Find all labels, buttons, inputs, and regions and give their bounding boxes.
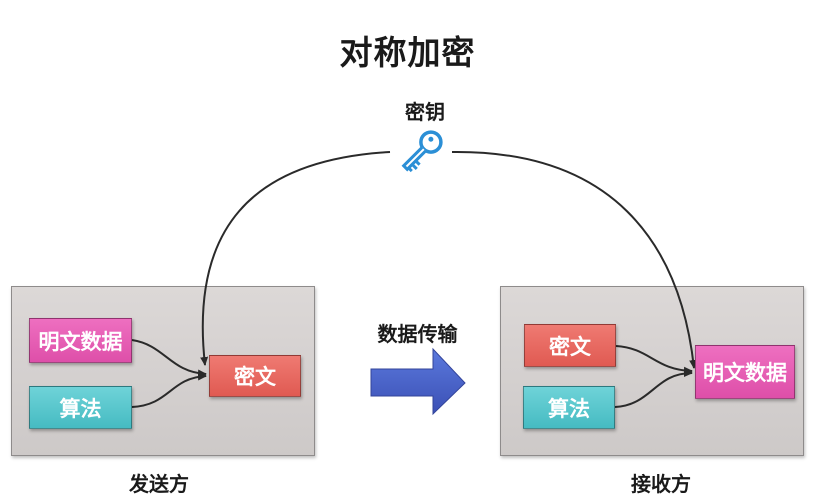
- key-label: 密钥: [405, 100, 445, 124]
- transfer-arrow-icon: [370, 347, 466, 416]
- receiver-cipher-to-plaintext-line: [615, 345, 693, 375]
- key-to-sender-cipher-line: [200, 151, 391, 366]
- transfer-label: 数据传输: [377, 322, 458, 346]
- key-icon: [401, 130, 443, 173]
- diagram-title: 对称加密: [339, 33, 476, 72]
- sender-plaintext-to-cipher-line: [131, 339, 207, 378]
- receiver-algorithm-box: 算法: [523, 386, 615, 429]
- receiver-algorithm-to-plaintext-line: [614, 369, 693, 408]
- key-to-receiver-plaintext-line: [451, 150, 698, 369]
- sender-label: 发送方: [129, 472, 189, 496]
- receiver-plaintext-box: 明文数据: [695, 345, 795, 399]
- sender-ciphertext-box: 密文: [209, 355, 301, 397]
- receiver-label: 接收方: [631, 472, 691, 496]
- sender-algorithm-to-cipher-line: [131, 372, 207, 408]
- sender-plaintext-box: 明文数据: [29, 318, 132, 363]
- receiver-ciphertext-box: 密文: [524, 324, 616, 367]
- sender-algorithm-box: 算法: [29, 386, 132, 429]
